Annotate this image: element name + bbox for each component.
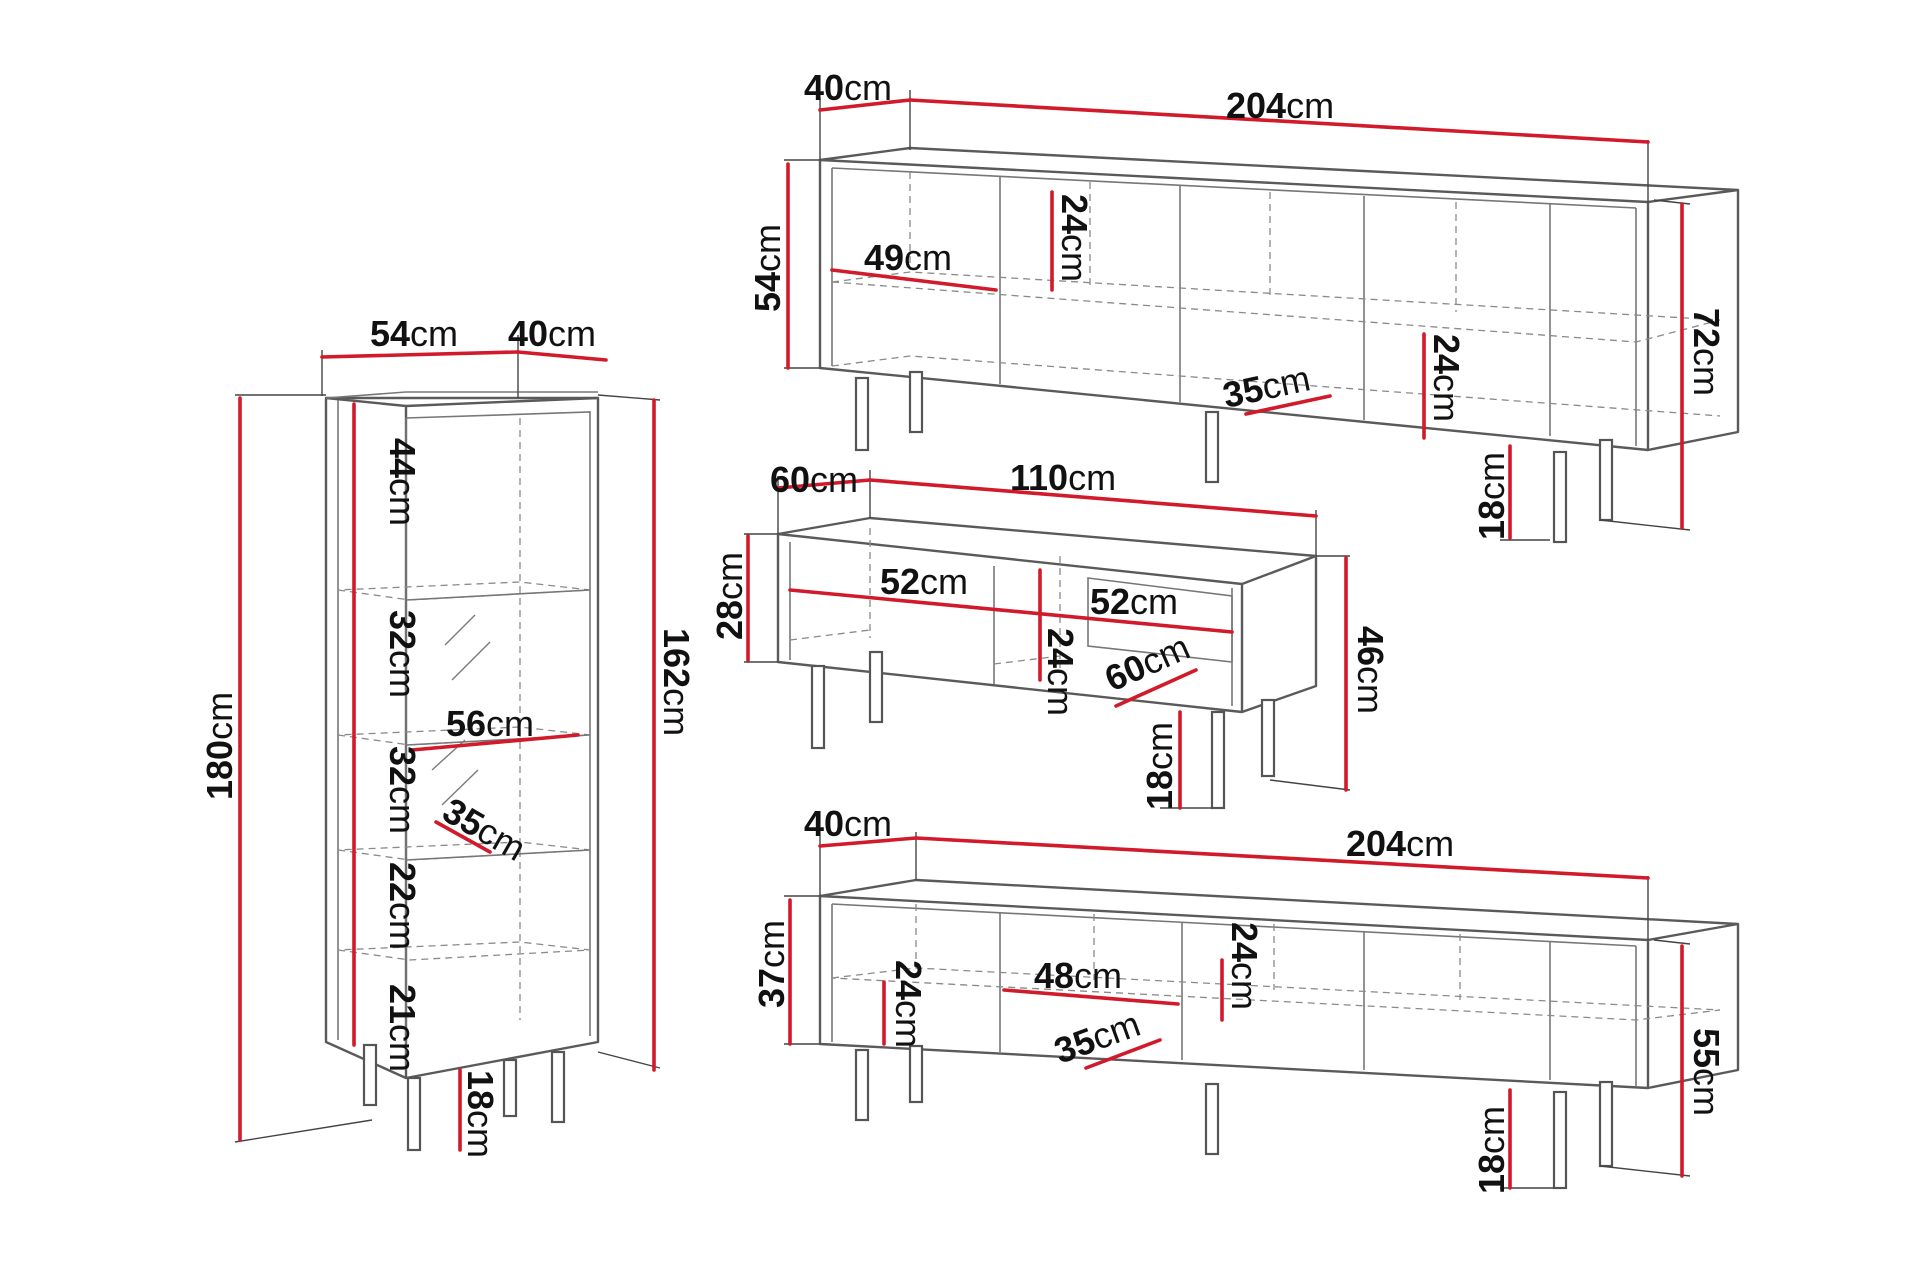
tall-inner-width-dim: [410, 733, 580, 752]
label-sb1-depth: 40cm: [804, 67, 892, 108]
sb2-width-dim: [914, 836, 1650, 880]
label-tall-inner-width: 56cm: [446, 703, 534, 744]
label-sb1-comp-width: 49cm: [864, 237, 952, 278]
tv-bench: [744, 470, 1351, 810]
sb2-inner-depth-dim: [1084, 1038, 1162, 1070]
label-tall-c2: 32cm: [382, 610, 423, 698]
label-tall-total-height: 180cm: [199, 692, 240, 800]
sb1-comp-width-dim: [830, 268, 998, 292]
label-tv-inner-depth: 60cm: [1099, 626, 1196, 699]
label-tv-leg: 18cm: [1139, 722, 1180, 810]
label-sb1-inner-depth: 35cm: [1219, 357, 1314, 415]
label-sb2-depth: 40cm: [804, 803, 892, 844]
tv-comp-left-dim: [788, 588, 1234, 634]
label-tall-leg: 18cm: [460, 1070, 501, 1158]
label-tv-depth: 60cm: [770, 459, 858, 500]
sideboard-low: [784, 832, 1740, 1190]
tv-inner-depth-dim: [1114, 668, 1198, 708]
tall-depth-dim: [516, 350, 608, 362]
label-sb2-gap-right: 24cm: [1224, 922, 1265, 1010]
tall-inner-depth-dim: [434, 820, 492, 854]
label-sb2-body-height: 37cm: [751, 920, 792, 1008]
sb2-depth-dim: [818, 836, 918, 848]
tall-width-dim: [320, 350, 520, 359]
dimension-labels: 54cm 40cm 180cm 162cm 44cm 32cm 32cm 22c…: [199, 67, 1727, 1194]
label-tall-c4: 22cm: [382, 862, 423, 950]
tv-depth-dim: [776, 478, 872, 490]
label-sb2-leg: 18cm: [1471, 1106, 1512, 1194]
label-tall-body-height: 162cm: [656, 628, 697, 736]
label-tall-width: 54cm: [370, 313, 458, 354]
label-sb2-width: 204cm: [1346, 823, 1454, 864]
label-tv-total-height: 46cm: [1350, 626, 1391, 714]
tv-width-dim: [868, 478, 1318, 518]
label-sb1-width: 204cm: [1226, 85, 1334, 126]
label-sb1-gap-lower: 24cm: [1426, 334, 1467, 422]
label-tall-c3: 32cm: [382, 746, 423, 834]
tall-cabinet: [234, 335, 661, 1152]
sb1-inner-depth-dim: [1244, 394, 1332, 416]
label-sb2-comp-width: 48cm: [1034, 955, 1122, 996]
sb1-depth-dim: [818, 98, 912, 112]
label-tall-depth: 40cm: [508, 313, 596, 354]
label-tall-c5: 21cm: [382, 984, 423, 1072]
sb1-width-dim: [908, 98, 1650, 144]
sideboard-top: [784, 90, 1740, 544]
label-tall-c1: 44cm: [382, 438, 423, 526]
label-sb2-gap-left: 24cm: [888, 960, 929, 1048]
label-tv-comp-left: 52cm: [880, 561, 968, 602]
label-tv-width: 110cm: [1010, 457, 1116, 498]
label-sb1-gap-upper: 24cm: [1054, 194, 1095, 282]
label-tv-comp-right: 52cm: [1090, 581, 1178, 622]
sb2-comp-width-dim: [1002, 988, 1180, 1006]
label-sb1-total-height: 72cm: [1686, 308, 1727, 396]
label-sb1-leg: 18cm: [1471, 452, 1512, 540]
label-sb2-total-height: 55cm: [1686, 1028, 1727, 1116]
label-tv-body-height: 28cm: [709, 552, 750, 640]
label-sb1-body-height: 54cm: [747, 224, 788, 312]
label-tv-comp-height: 24cm: [1040, 628, 1081, 716]
